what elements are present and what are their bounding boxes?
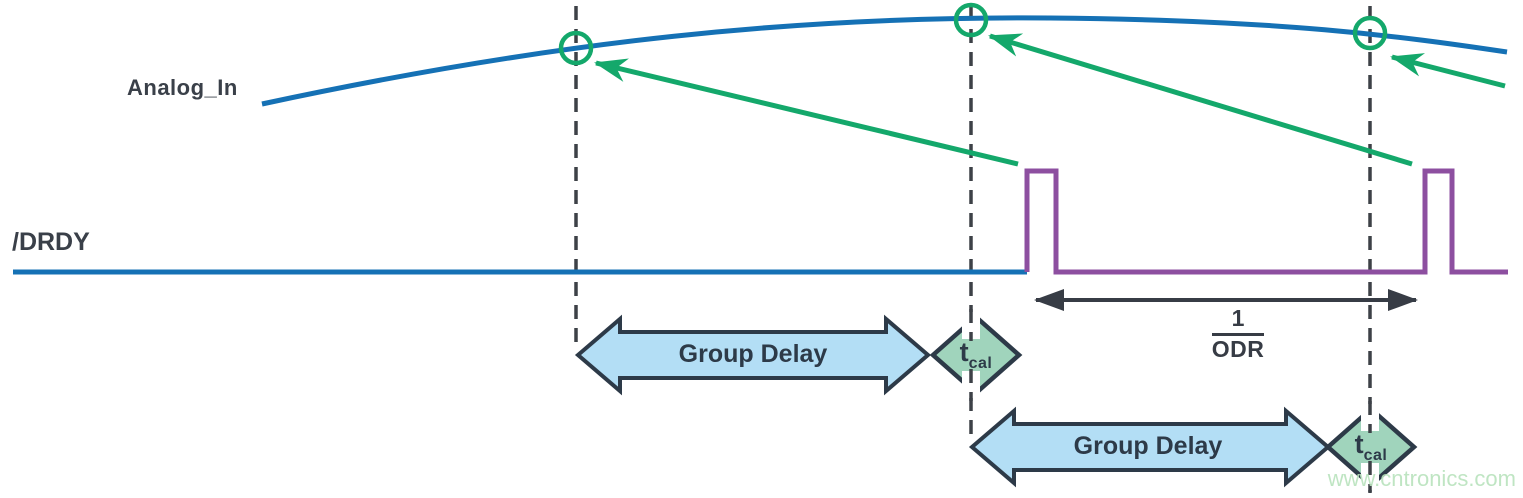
analog-in-curve <box>261 15 1508 107</box>
tcal-subscript: cal <box>1363 447 1388 464</box>
group-delay-arrow-1 <box>574 314 932 396</box>
tcal-diamond-2 <box>1324 405 1418 489</box>
diamond-notch <box>1361 404 1379 431</box>
sample-point-circle-1 <box>558 30 594 66</box>
diamond-notch <box>962 371 980 398</box>
odr-fraction: 1 ODR <box>1192 306 1284 362</box>
tcal-diamond-1 <box>929 313 1023 397</box>
tcal-base: t <box>959 337 969 367</box>
fraction-bar <box>1212 333 1264 336</box>
diamond-notch <box>1361 463 1379 490</box>
drdy-pulse-train <box>1024 168 1508 275</box>
tcal-base: t <box>1354 429 1364 459</box>
sample-arrow-1 <box>594 58 1019 167</box>
drdy-label: /DRDY <box>12 228 90 256</box>
tcal-label-1: tcal <box>934 339 1018 377</box>
sample-arrow-3 <box>1390 53 1506 89</box>
odr-denominator: ODR <box>1211 336 1265 362</box>
watermark: www.cntronics.com <box>1327 466 1516 491</box>
group-delay-label-2: Group Delay <box>1073 431 1223 460</box>
sample-point-circle-3 <box>1352 15 1388 51</box>
tcal-label-2: tcal <box>1329 431 1413 469</box>
diamond-notch <box>962 312 980 339</box>
tcal-subscript: cal <box>968 355 993 372</box>
sample-point-circle-2 <box>953 2 989 38</box>
group-delay-label-1: Group Delay <box>678 339 828 368</box>
analog-in-label: Analog_In <box>127 75 238 100</box>
sample-arrow-2 <box>988 33 1413 167</box>
odr-numerator: 1 <box>1231 305 1245 331</box>
